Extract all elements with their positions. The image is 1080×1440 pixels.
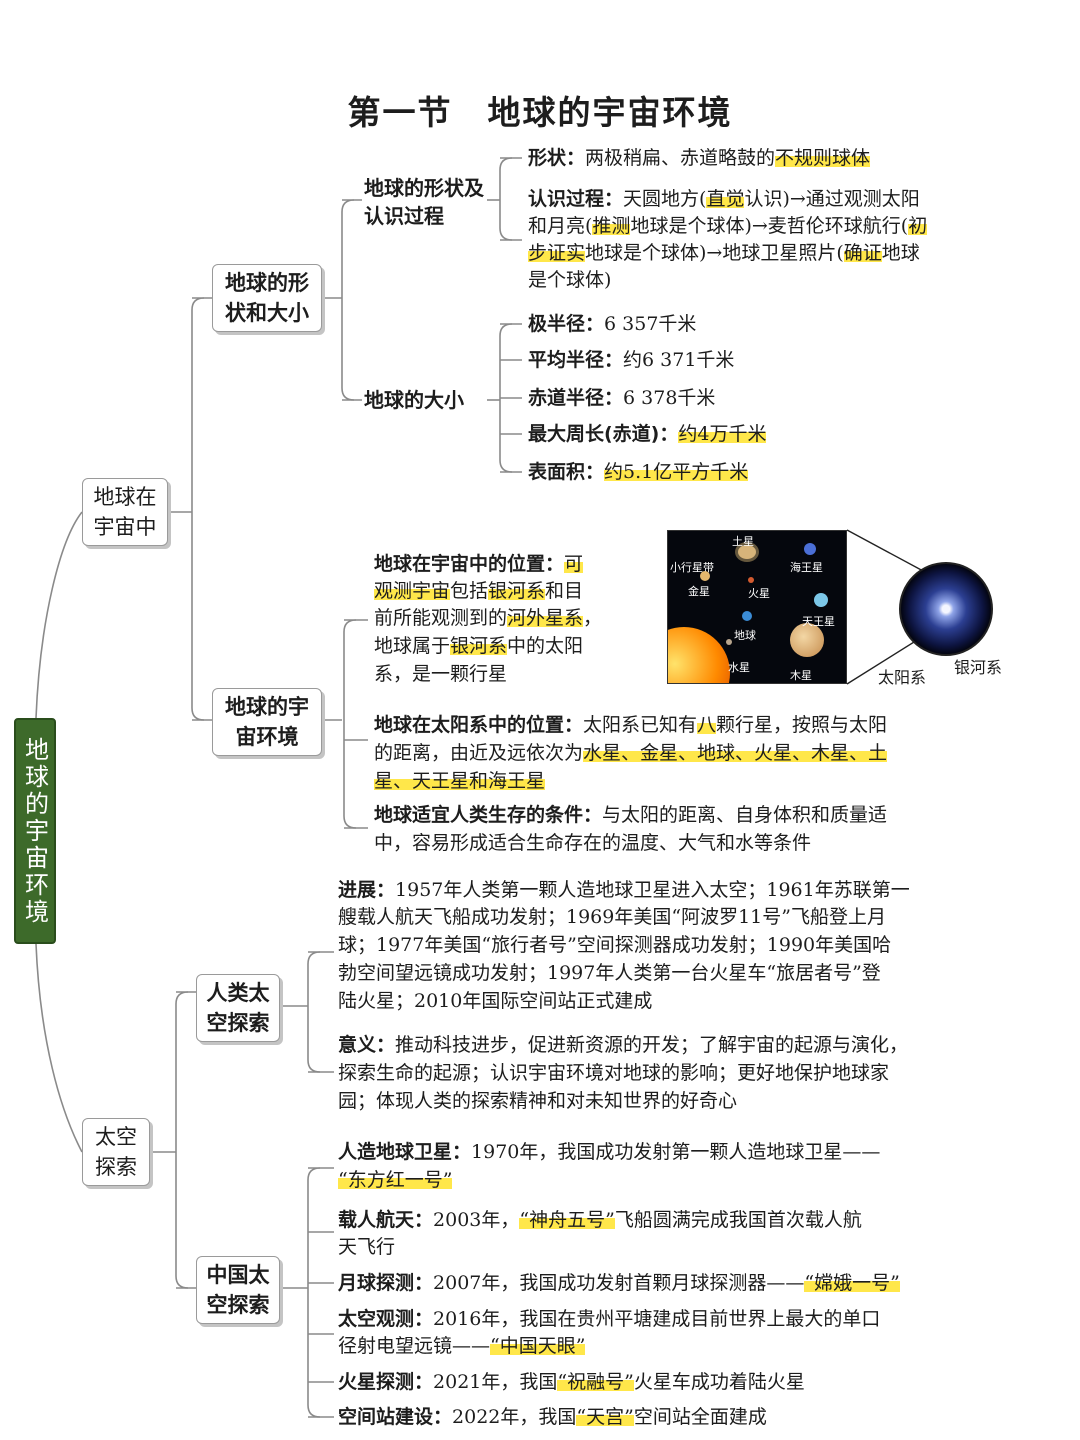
crewed-line-2: 天飞行 xyxy=(338,1236,396,1258)
process-line-4: 是个球体) xyxy=(528,269,612,291)
label-solar-system: 太阳系 xyxy=(878,668,927,687)
label-shape-process: 地球的形状及认识过程 xyxy=(364,176,484,228)
condition-line-1: 地球适宜人类生存的条件：与太阳的距离、自身体积和质量适 xyxy=(374,804,888,826)
node-label: 中国太空探索 xyxy=(206,1263,270,1317)
observe-line-2: 径射电望远镜——“中国天眼” xyxy=(338,1335,586,1357)
mars-line: 火星探测：2021年，我国“祝融号”火星车成功着陆火星 xyxy=(338,1371,805,1393)
label-milky-way: 银河系 xyxy=(954,658,1003,677)
planet-label: 水星 xyxy=(728,661,750,674)
progress-line-4: 勃空间望远镜成功发射；1997年人类第一台火星车“旅居者号”登 xyxy=(338,962,881,984)
saturn-icon xyxy=(738,545,756,559)
node-label: 地球的宇宙环境 xyxy=(225,695,309,749)
solar-pos-line-2: 的距离，由近及远依次为水星、金星、地球、火星、木星、土 xyxy=(374,742,888,764)
meaning-line-3: 园；体现人类的探索精神和对未知世界的好奇心 xyxy=(338,1090,738,1112)
universe-pos-line-3: 前所能观测到的河外星系， xyxy=(374,607,603,629)
mars-icon xyxy=(748,577,754,583)
sun-icon xyxy=(668,627,730,683)
venus-icon xyxy=(700,571,710,581)
process-line-3: 步证实地球是个球体)→地球卫星照片(确证地球 xyxy=(528,242,920,264)
solar-pos-line-3: 星、天王星和海王星 xyxy=(374,770,546,792)
planet-label: 地球 xyxy=(734,629,756,642)
progress-line-1: 进展：1957年人类第一颗人造地球卫星进入太空；1961年苏联第一 xyxy=(338,879,910,901)
node-cosmic-environment: 地球的宇宙环境 xyxy=(212,688,322,756)
node-label: 地球的形状和大小 xyxy=(225,271,309,325)
label-earth-size: 地球的大小 xyxy=(364,388,464,412)
universe-pos-line-1: 地球在宇宙中的位置：可 xyxy=(374,553,584,575)
mean-radius: 平均半径：约6 371千米 xyxy=(528,349,735,371)
max-circumference: 最大周长(赤道)：约4万千米 xyxy=(528,423,767,445)
node-china-exploration: 中国太空探索 xyxy=(196,1256,280,1324)
node-earth-in-universe: 地球在宇宙中 xyxy=(82,478,168,546)
earth-icon xyxy=(742,611,752,621)
node-label: 地球在宇宙中 xyxy=(93,485,157,539)
planet-label: 海王星 xyxy=(790,561,823,574)
node-label: 人类太空探索 xyxy=(206,981,270,1035)
progress-line-5: 陆火星；2010年国际空间站正式建成 xyxy=(338,990,653,1012)
planet-label: 火星 xyxy=(748,587,770,600)
planet-label: 金星 xyxy=(688,585,710,598)
planet-label: 天王星 xyxy=(802,615,835,628)
uranus-icon xyxy=(814,593,828,607)
jupiter-icon xyxy=(790,623,824,657)
solar-system-image: 土星 小行星带 海王星 金星 火星 地球 天王星 水星 木星 xyxy=(667,530,847,684)
root-node: 地球的宇宙环境 xyxy=(14,718,56,944)
meaning-line-2: 探索生命的起源；认识宇宙环境对地球的影响；更好地保护地球家 xyxy=(338,1062,890,1084)
moon-line: 月球探测：2007年，我国成功发射首颗月球探测器——“嫦娥一号” xyxy=(338,1272,900,1294)
planet-label: 土星 xyxy=(732,535,754,548)
station-line: 空间站建设：2022年，我国“天宫”空间站全面建成 xyxy=(338,1406,767,1428)
universe-pos-line-5: 系，是一颗行星 xyxy=(374,663,508,685)
process-line-2: 和月亮(推测地球是个球体)→麦哲伦环球航行(初 xyxy=(528,215,928,237)
page-title: 第一节 地球的宇宙环境 xyxy=(347,93,733,132)
satellite-line-1: 人造地球卫星：1970年，我国成功发射第一颗人造地球卫星—— xyxy=(338,1141,881,1163)
universe-pos-line-4: 地球属于银河系中的太阳 xyxy=(374,635,584,657)
process-line-1: 认识过程：天圆地方(直觉认识)→通过观测太阳 xyxy=(528,188,920,210)
shape-line: 形状：两极稍扁、赤道略鼓的不规则球体 xyxy=(528,147,871,169)
mercury-icon xyxy=(726,639,732,645)
equator-radius: 赤道半径：6 378千米 xyxy=(528,387,716,409)
surface-area: 表面积：约5.1亿平方千米 xyxy=(528,461,749,483)
node-human-exploration: 人类太空探索 xyxy=(196,974,280,1042)
satellite-line-2: “东方红一号” xyxy=(338,1169,453,1191)
universe-pos-line-2: 观测宇宙包括银河系和目 xyxy=(374,580,584,602)
node-shape-size: 地球的形状和大小 xyxy=(212,264,322,332)
solar-pos-line-1: 地球在太阳系中的位置：太阳系已知有八颗行星，按照与太阳 xyxy=(374,714,888,736)
neptune-icon xyxy=(804,543,816,555)
milky-way-icon xyxy=(899,562,993,656)
planet-label: 小行星带 xyxy=(670,561,714,574)
crewed-line-1: 载人航天：2003年，“神舟五号”飞船圆满完成我国首次载人航 xyxy=(338,1209,862,1231)
node-space-exploration: 太空探索 xyxy=(82,1118,150,1186)
polar-radius: 极半径：6 357千米 xyxy=(528,313,697,335)
node-label: 太空探索 xyxy=(95,1125,137,1179)
progress-line-3: 球；1977年美国“旅行者号”空间探测器成功发射；1990年美国哈 xyxy=(338,934,892,956)
planet-label: 木星 xyxy=(790,669,812,682)
observe-line-1: 太空观测：2016年，我国在贵州平塘建成目前世界上最大的单口 xyxy=(338,1308,881,1330)
progress-line-2: 艘载人航天飞船成功发射；1969年美国“阿波罗11号”飞船登上月 xyxy=(338,906,886,928)
meaning-line-1: 意义：推动科技进步，促进新资源的开发；了解宇宙的起源与演化， xyxy=(338,1034,909,1056)
condition-line-2: 中，容易形成适合生命存在的温度、大气和水等条件 xyxy=(374,832,812,854)
